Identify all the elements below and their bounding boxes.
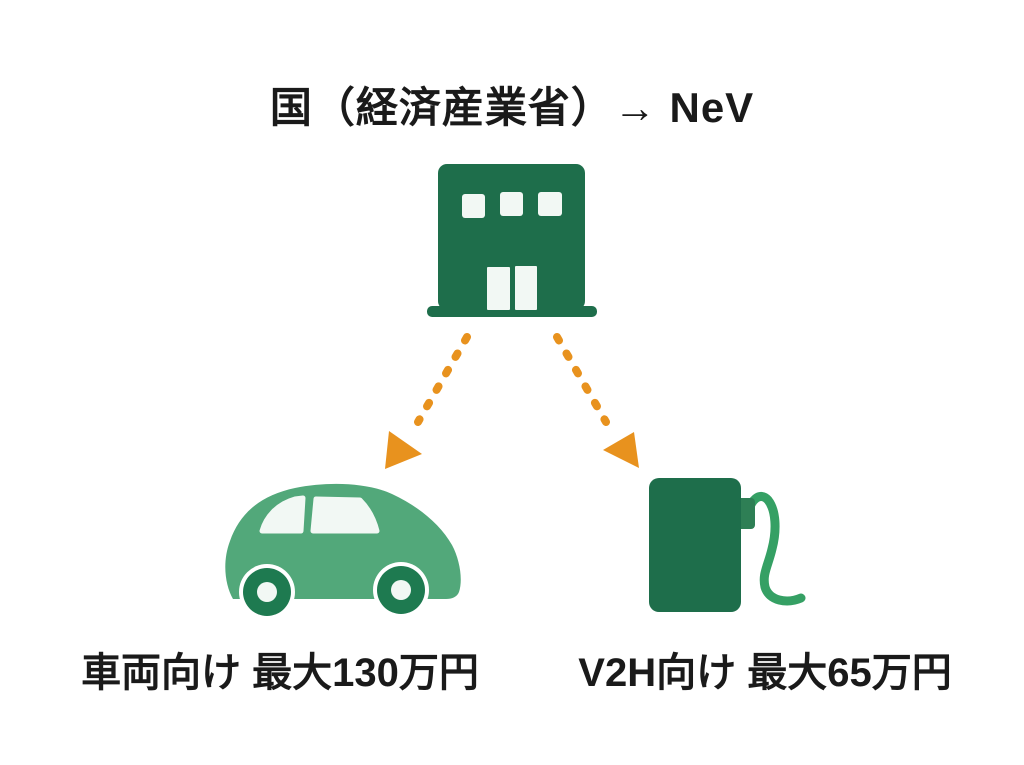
- v2h-charger-icon: [649, 478, 806, 612]
- car-rear-window: [310, 496, 380, 534]
- government-building-icon: [427, 164, 597, 317]
- ev-car-icon: [225, 483, 461, 620]
- car-front-window: [259, 495, 306, 534]
- building-door: [487, 267, 510, 310]
- v2h-subsidy-label: V2H向け 最大65万円: [578, 651, 952, 695]
- charger-cable: [743, 491, 806, 606]
- building-window: [500, 192, 523, 216]
- right-arrowhead: [603, 432, 639, 468]
- diagram-title: 国（経済産業省）→ NeV: [269, 84, 755, 131]
- building-base: [427, 306, 597, 317]
- left-arrow-dashes: [414, 333, 471, 426]
- building-body: [438, 164, 585, 310]
- car-front-hub: [257, 582, 277, 602]
- car-subsidy-label: 車両向け 最大130万円: [81, 651, 479, 695]
- right-arrow-dashes: [553, 333, 610, 426]
- dashed-arrow-down-left-icon: [385, 333, 471, 469]
- car-rear-hub: [391, 580, 411, 600]
- left-arrowhead: [385, 431, 422, 469]
- building-door: [515, 266, 537, 310]
- building-window: [462, 194, 485, 218]
- charger-box: [649, 478, 741, 612]
- dashed-arrow-down-right-icon: [553, 333, 639, 468]
- building-window: [538, 192, 562, 216]
